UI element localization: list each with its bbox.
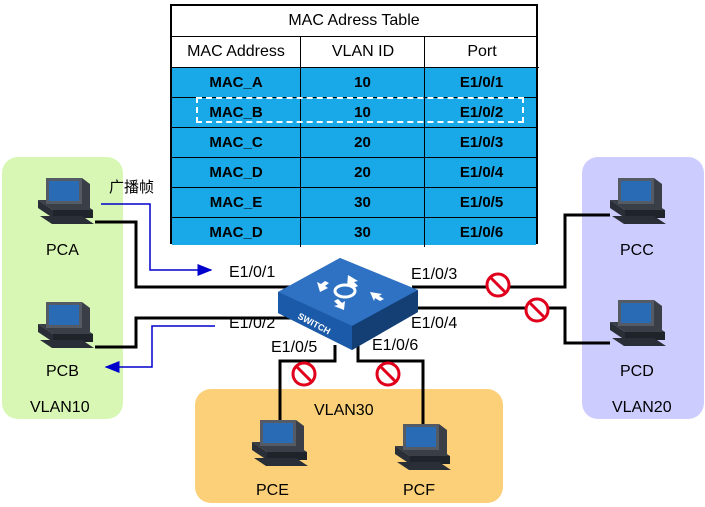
table-title: MAC Adress Table bbox=[172, 6, 536, 37]
link-pca bbox=[95, 220, 296, 289]
pc-label-pca: PCA bbox=[46, 242, 79, 259]
mac-address-table: MAC Adress Table MAC Address VLAN ID Por… bbox=[170, 4, 539, 247]
computer-icon bbox=[610, 178, 666, 224]
link-pcb bbox=[95, 316, 296, 349]
pc-label-pcb: PCB bbox=[46, 363, 79, 380]
blocked-icon bbox=[291, 361, 317, 387]
pc-label-pcf: PCF bbox=[403, 482, 435, 499]
vlan10-label: VLAN10 bbox=[30, 399, 90, 416]
port-label-e102: E1/0/2 bbox=[229, 315, 276, 332]
header-port: Port bbox=[424, 37, 539, 68]
arrow-icon bbox=[101, 203, 213, 276]
link-pcf bbox=[356, 345, 425, 428]
blocked-icon bbox=[524, 297, 550, 323]
broadcast-frame-label: 广播帧 bbox=[109, 179, 155, 196]
computer-icon bbox=[610, 300, 666, 346]
port-label-e103: E1/0/3 bbox=[411, 266, 458, 283]
port-label-e105: E1/0/5 bbox=[271, 339, 318, 356]
vlan30-label: VLAN30 bbox=[314, 402, 374, 419]
blocked-icon bbox=[485, 272, 511, 298]
arrow-icon bbox=[104, 325, 215, 373]
computer-icon bbox=[252, 420, 308, 466]
header-mac: MAC Address bbox=[172, 37, 300, 68]
vlan20-label: VLAN20 bbox=[612, 399, 672, 416]
computer-icon bbox=[395, 424, 451, 470]
pc-label-pce: PCE bbox=[256, 482, 289, 499]
computer-icon bbox=[38, 302, 94, 348]
blocked-icon bbox=[375, 361, 401, 387]
vlan30-zone bbox=[195, 389, 503, 503]
port-label-e101: E1/0/1 bbox=[229, 264, 276, 281]
port-label-e106: E1/0/6 bbox=[372, 337, 419, 354]
pc-label-pcd: PCD bbox=[620, 363, 654, 380]
computer-icon bbox=[38, 178, 94, 224]
link-pce bbox=[278, 345, 337, 428]
highlighted-row-outline bbox=[196, 97, 524, 123]
link-pcd bbox=[412, 306, 610, 345]
port-label-e104: E1/0/4 bbox=[411, 315, 458, 332]
pc-label-pcc: PCC bbox=[620, 242, 654, 259]
header-vlan: VLAN ID bbox=[300, 37, 425, 68]
